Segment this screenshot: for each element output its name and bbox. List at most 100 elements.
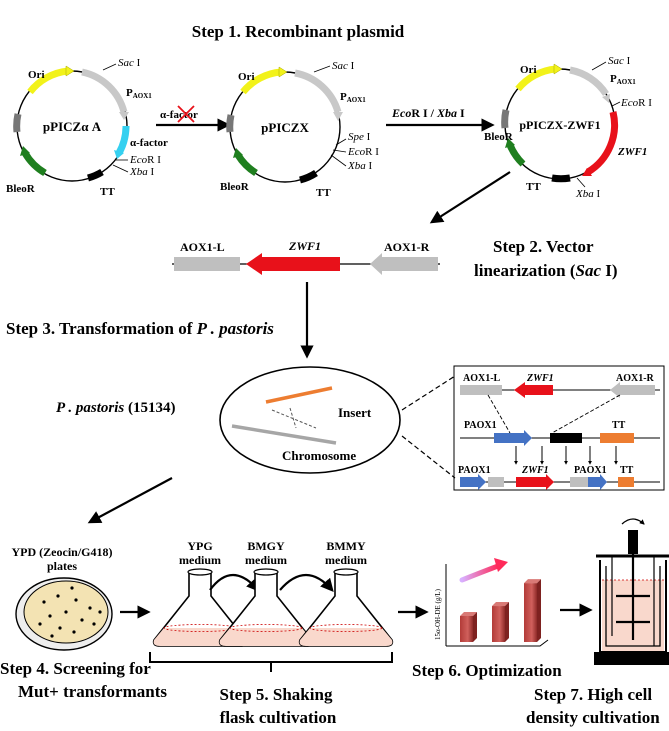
strain-label: P . pastoris (15134) [56,400,175,416]
tt-bottom-label: TT [620,465,634,476]
paox1-left-label: PAOX1 [458,465,491,476]
recombination-panel: AOX1-L ZWF1 AOX1-R PAOX1 TT PAOX1 ZWF1 P… [453,365,665,491]
bmgy-label-line1: BMGY [247,539,285,553]
ypg-label-line2: medium [179,553,221,567]
recombination-box [453,365,665,491]
remove-cross-icon [177,105,195,123]
plasmid1-name: pPICZα A [43,119,102,134]
xbai-label: Xba I [575,188,600,200]
ori-label: Ori [520,64,537,76]
ori-label: Ori [238,71,255,83]
reactor-base [594,652,669,665]
step1-title: Step 1. Recombinant plasmid [192,22,405,41]
paox1-label: PAOX1 [610,73,636,86]
step5-title-line2: flask cultivation [220,708,337,727]
sac-label: Sac I [118,57,141,69]
ecori-label: EcoR I [347,146,379,158]
plasmid3-name: pPICZX-ZWF1 [519,118,600,132]
step5-title-line1: Step 5. Shaking [220,685,333,704]
zwf1-arrow [246,253,340,275]
step7-title-line1: Step 7. High cell [534,685,652,704]
chart-bar-side-3 [537,579,541,642]
chromosome-dna [231,424,337,445]
bmmy-label-line1: BMMY [326,539,366,553]
chart-bar-side-2 [505,602,509,642]
ypg-label-line1: YPG [187,539,212,553]
chart-x-axis [446,639,549,647]
step6-title: Step 6. Optimization [412,661,562,680]
ori-label: Ori [28,69,45,81]
plasmid2-name: pPICZX [261,120,309,135]
chart-ylabel: 15α-OH-DE (g/L) [434,588,442,640]
aox1-r-label: AOX1-R [616,373,655,384]
chart-bar-top-3 [524,579,541,584]
insert-dna [265,386,333,404]
bleor-label: BleoR [484,131,514,143]
bleor-label: BleoR [6,183,36,195]
aox1-l-label: AOX1-L [463,373,501,384]
bmmy-label-line2: medium [325,553,367,567]
plate-label-line1: YPD (Zeocin/G418) [12,545,113,559]
paox1-label: PAOX1 [464,420,497,431]
aox1-r-label: AOX1-R [384,240,430,254]
arrow-to-screening [87,477,173,524]
plasmid-ppiczx: pPICZX Ori Sac I PAOX1 Spe I EcoR I Xba … [220,60,379,199]
paox1-label: PAOX1 [340,91,366,104]
plasmid-ppiczalpha: pPICZα A Ori Sac I PAOX1 α-factor EcoR I… [6,57,168,198]
chart-bar-3 [524,583,537,642]
ypd-plate [15,577,113,651]
insert-label: Insert [338,405,372,420]
ecori-label: EcoR I [129,154,161,166]
enzymes-label: EcoR I / Xba I [391,106,465,120]
tt-label: TT [100,186,115,198]
aox1-l-block [174,257,240,271]
flask-bmgy: BMGY medium [218,539,314,647]
step4-title-line1: Step 4. Screening for [0,659,151,678]
bmgy-label-line2: medium [245,553,287,567]
step2-title-line2: linearization (Sac I) [474,261,618,280]
alpha-factor-label: α-factor [130,137,168,149]
flask-group-bracket [149,652,393,672]
step2-title-line1: Step 2. Vector [493,237,594,256]
sac-label: Sac I [332,60,355,72]
zwf1-label: ZWF1 [288,239,321,253]
step7-title-line2: density cultivation [526,708,660,727]
arrow-ecori-xbai: EcoR I / Xba I [386,106,495,132]
xbai-label: Xba I [129,166,154,178]
xbai-label: Xba I [347,160,372,172]
chart-bar-top-1 [460,611,477,616]
chart-bar-side-1 [473,611,477,642]
arrow-remove-alpha: α-factor [156,105,231,132]
tt-label: TT [316,187,331,199]
rotation-icon [621,518,645,525]
tt-label: TT [612,420,626,431]
step3-title: Step 3. Transformation of P . pastoris [6,319,274,338]
zwf1-label: ZWF1 [617,146,647,158]
zwf1-label: ZWF1 [526,373,554,384]
plasmid-ppiczx-zwf1: pPICZX-ZWF1 Ori Sac I PAOX1 EcoR I ZWF1 … [484,55,652,200]
chart-bar-2 [492,606,505,642]
flask-bmmy: BMMY medium [298,539,394,647]
plate-label-line2: plates [47,559,77,573]
optimization-chart: 15α-OH-DE (g/L) [434,558,549,647]
ori-segment [27,67,69,95]
increase-arrow-icon [459,563,501,583]
arrow-to-linearization [429,171,511,224]
bioreactor [594,518,669,665]
chart-bar-1 [460,615,473,642]
step4-title-line2: Mut+ transformants [18,682,167,701]
tt-label: TT [526,181,541,193]
aox1-r-arrow [370,253,438,275]
pichia-cell: Insert Chromosome [219,366,401,474]
chart-bar-top-2 [492,602,509,607]
cell-membrane [219,366,401,474]
flask-ypg: YPG medium [152,539,248,647]
paox1-right-label: PAOX1 [574,465,607,476]
aox1-l-label: AOX1-L [180,240,225,254]
zwf1-bottom-label: ZWF1 [521,465,549,476]
ecori-label: EcoR I [620,97,652,109]
paox1-label: PAOX1 [126,87,152,100]
spei-label: Spe I [348,131,371,143]
linear-cassette: AOX1-L ZWF1 AOX1-R [172,239,440,275]
